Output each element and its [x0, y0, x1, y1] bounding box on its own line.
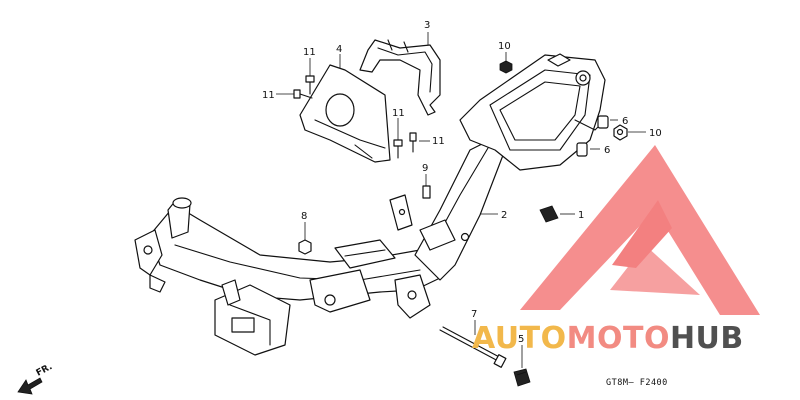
svg-text:AUTOMOTOHUB: AUTOMOTOHUB — [472, 321, 744, 356]
callout-11: 11 — [303, 47, 316, 58]
front-direction-arrow-icon: FR. — [17, 362, 54, 395]
callout-11: 11 — [262, 90, 275, 101]
callout-10: 10 — [498, 41, 511, 52]
leader-lines — [276, 32, 646, 368]
callout-8: 8 — [301, 211, 307, 222]
callout-5: 5 — [518, 334, 524, 345]
callout-3: 3 — [424, 20, 430, 31]
callout-2: 2 — [501, 210, 507, 221]
long-bolt-7-part — [439, 326, 507, 368]
watermark-moto: MOTO — [567, 321, 670, 356]
callout-4: 4 — [336, 44, 342, 55]
bracket-9-part — [389, 185, 431, 231]
rear-cover-part — [299, 64, 391, 163]
callout-6: 6 — [622, 116, 628, 127]
main-frame-part — [134, 139, 506, 356]
callout-10: 10 — [649, 128, 662, 139]
callout-7: 7 — [471, 309, 477, 320]
watermark-auto: AUTO — [472, 321, 567, 356]
callout-9: 9 — [422, 163, 428, 174]
collar-6-icon — [576, 115, 609, 157]
front-label: FR. — [35, 362, 54, 379]
rear-carrier-frame-part — [459, 53, 606, 171]
diagram-code: GT8M— F2400 — [606, 378, 668, 388]
callout-1: 1 — [578, 210, 584, 221]
watermark-logo-icon — [520, 145, 760, 315]
callout-11: 11 — [432, 136, 445, 147]
callout-6: 6 — [604, 145, 610, 156]
watermark-hub: HUB — [670, 321, 744, 356]
watermark-text: AUTOMOTOHUB — [472, 321, 744, 356]
rubber-pad-1-part — [539, 205, 559, 223]
callout-11: 11 — [392, 108, 405, 119]
clamp-bracket-part — [359, 39, 441, 116]
nut-icon — [298, 60, 628, 255]
cap-5-part — [513, 368, 531, 387]
